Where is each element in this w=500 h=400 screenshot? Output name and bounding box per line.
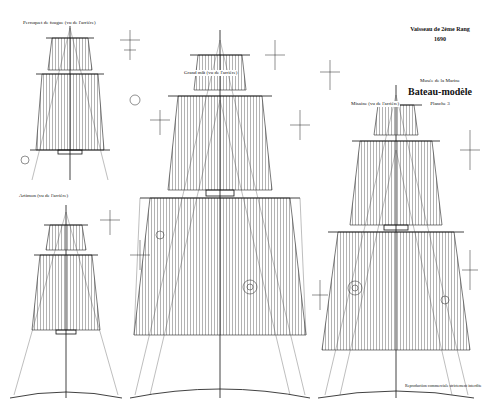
year-label: 1690 (434, 36, 446, 43)
view-label: Perroquet de fougue (vu de l'arrière) (22, 20, 97, 26)
view-label: Grand mât (vu de l'arrière) (183, 70, 238, 76)
plate-title: Vaisseau de 2ème Rang (410, 26, 470, 33)
view-label: Misaine (vu de l'arrière) (350, 101, 400, 107)
view-label: Artimon (vu de l'arrière) (18, 193, 69, 199)
copyright-note: Reproduction commerciale strictement int… (405, 384, 482, 388)
museum-label: Musée de la Marine (420, 78, 460, 84)
plate-heading: Bateau-modèle (408, 86, 472, 97)
plate-number: Planche 3 (430, 101, 450, 107)
